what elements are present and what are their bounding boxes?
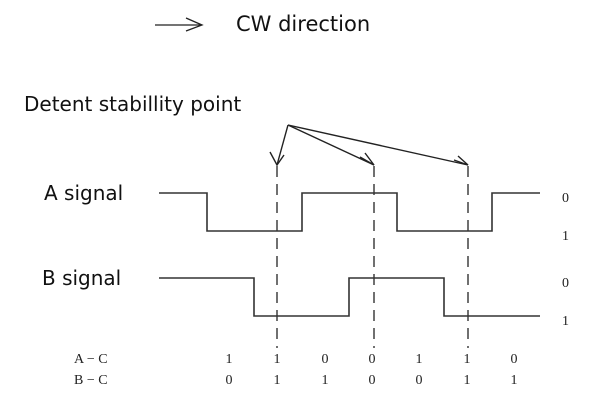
cw-direction-legend: CW direction	[155, 12, 370, 36]
table-row-label: A − C	[74, 352, 108, 367]
b-signal-low-level-label: 1	[562, 314, 569, 329]
table-cell: 1	[464, 352, 471, 367]
a-signal-low-level-label: 1	[562, 229, 569, 244]
detent-arrow-1	[276, 124, 289, 166]
table-cell: 1	[322, 373, 329, 388]
table-cell: 0	[369, 373, 376, 388]
table-cell: 0	[416, 373, 423, 388]
table-cell: 1	[274, 352, 281, 367]
detent-arrow-3	[287, 124, 469, 166]
right-arrow-icon	[155, 17, 204, 32]
table-cell: 0	[511, 352, 518, 367]
table-cell: 1	[416, 352, 423, 367]
table-cell: 1	[511, 373, 518, 388]
detent-arrow-2-head	[359, 152, 375, 166]
table-cell: 0	[322, 352, 329, 367]
cw-direction-label: CW direction	[236, 12, 370, 36]
b-signal-waveform	[159, 277, 540, 317]
detent-pointer-arrows	[269, 124, 469, 167]
detent-arrow-2	[287, 124, 375, 166]
detent-lines	[276, 166, 469, 348]
table-row-label: B − C	[74, 373, 108, 388]
table-cell: 1	[274, 373, 281, 388]
a-signal-waveform	[159, 192, 540, 232]
a-signal-high-level-label: 0	[562, 191, 569, 206]
detent-stability-label: Detent stabillity point	[24, 92, 241, 116]
table-cell: 1	[226, 352, 233, 367]
b-signal-high-level-label: 0	[562, 276, 569, 291]
truth-table: A − C B − C 1 1 0 0 1 1 0 0 1 1 0 0 1 1	[74, 352, 518, 388]
b-signal-label: B signal	[42, 266, 121, 290]
table-cell: 0	[226, 373, 233, 388]
a-signal-label: A signal	[44, 181, 123, 205]
detent-arrow-1-head	[269, 151, 285, 167]
table-cell: 1	[464, 373, 471, 388]
table-cell: 0	[369, 352, 376, 367]
detent-arrow-3-head	[453, 155, 469, 166]
